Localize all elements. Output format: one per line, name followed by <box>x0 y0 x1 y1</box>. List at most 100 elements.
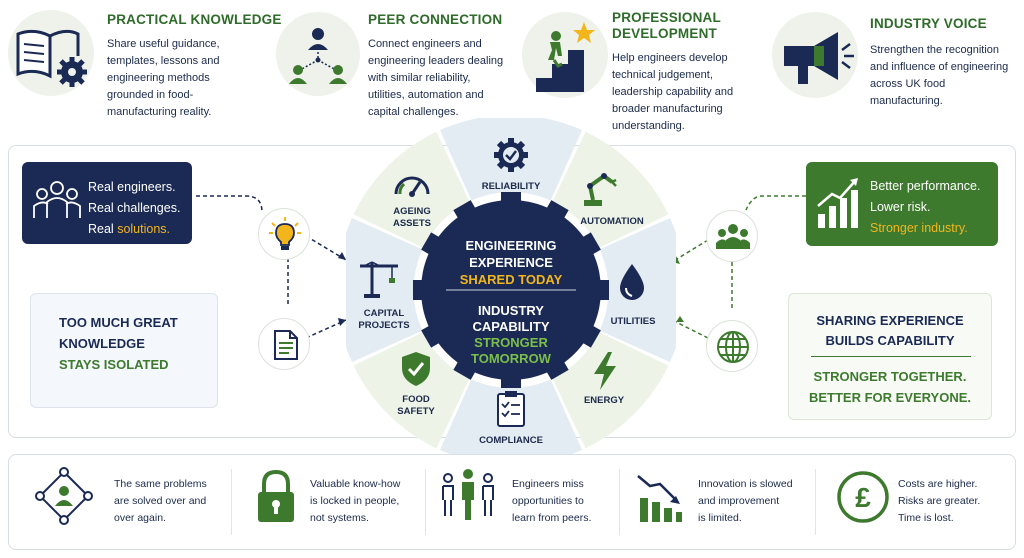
lightning-icon <box>594 352 616 390</box>
connector-left-card <box>196 195 263 213</box>
strip-divider <box>231 469 232 535</box>
segment-label-line: AGEING <box>393 206 431 217</box>
center-text-line: TOMORROW <box>471 351 551 366</box>
pillar-line: utilities, automation and <box>368 89 484 101</box>
globe-icon <box>717 331 749 363</box>
document-node <box>258 318 310 370</box>
problem-line: Engineers miss <box>512 478 584 490</box>
pillar-line: grounded in food- <box>107 89 194 101</box>
card-line: Real solutions. <box>88 219 170 240</box>
problem-line: Time is lost. <box>898 512 954 524</box>
insight-line: STAYS ISOLATED <box>59 357 169 372</box>
strip-divider <box>425 469 426 535</box>
center-text-line: CAPABILITY <box>472 319 550 334</box>
pillar-description: Connect engineers and engineering leader… <box>368 36 503 121</box>
lightbulb-node <box>258 208 310 260</box>
svg-text:£: £ <box>855 482 871 513</box>
problem-line: and improvement <box>698 495 780 507</box>
center-text-line: INDUSTRY <box>478 303 544 318</box>
document-icon <box>274 330 298 360</box>
problem-line: Costs are higher. <box>898 478 978 490</box>
pillar-line: manufacturing. <box>870 95 943 107</box>
segment-label-line: SAFETY <box>397 406 435 417</box>
crane-icon <box>360 261 398 298</box>
declining-chart-icon <box>637 475 682 522</box>
robot-arm-icon <box>584 173 617 206</box>
pillar-line: engineering leaders dealing <box>368 55 504 67</box>
segment-label-food-safety: FOOD SAFETY <box>376 394 456 418</box>
card-line: Real engineers. <box>88 180 176 194</box>
globe-node <box>706 320 758 372</box>
connector-globe-wheel <box>675 321 709 339</box>
people-node <box>706 210 758 262</box>
problem-text: Valuable know-how is locked in people, n… <box>310 476 400 527</box>
pillar-line: Share useful guidance, <box>107 38 220 50</box>
pillar-line: templates, lessons and <box>107 55 220 67</box>
segment-label-line: CAPITAL <box>363 308 405 319</box>
strip-divider <box>619 469 620 535</box>
pillar-line: technical judgement, <box>612 69 713 81</box>
pound-coin-icon: £ <box>837 471 889 523</box>
pillar-description: Help engineers develop technical judgeme… <box>612 50 733 135</box>
card-line-accent: solutions. <box>117 222 170 236</box>
problem-line: opportunities to <box>512 495 584 507</box>
insight-line: STRONGER TOGETHER. <box>813 369 967 384</box>
problem-line: is locked in people, <box>310 495 400 507</box>
pillar-title: INDUSTRY VOICE <box>870 16 987 31</box>
segment-label-automation: AUTOMATION <box>580 216 644 227</box>
isolated-people-icon <box>442 469 494 520</box>
connector-right-card <box>745 195 806 211</box>
people-group-icon <box>33 181 81 218</box>
center-text-line: SHARED TODAY <box>459 272 563 287</box>
card-line: Lower risk. <box>870 200 931 214</box>
problem-line: Innovation is slowed <box>698 478 793 490</box>
segment-capital-projects <box>346 218 423 362</box>
pillar-title: PROFESSIONAL DEVELOPMENT <box>612 10 721 42</box>
connector-people-wheel <box>671 239 709 263</box>
book-gear-icon <box>16 29 87 87</box>
pillar-line: capital challenges. <box>368 106 459 118</box>
segment-label-capital-projects: CAPITAL PROJECTS <box>344 308 424 332</box>
stairs-climber-icon <box>536 22 595 92</box>
insight-divider <box>811 356 971 357</box>
problem-text: Engineers miss opportunities to learn fr… <box>512 476 591 527</box>
segment-automation <box>552 131 669 248</box>
segment-food-safety <box>353 332 470 449</box>
center-gear <box>413 192 609 388</box>
problem-line: over again. <box>114 512 166 524</box>
network-people-icon <box>289 28 347 84</box>
left-statement-card: Real engineers. Real challenges. Real so… <box>22 162 192 244</box>
pillar-line: and influence of engineering <box>870 61 1009 73</box>
center-text-line: ENGINEERING <box>465 238 557 253</box>
center-text-line: EXPERIENCE <box>469 255 553 270</box>
right-outcome-card: Better performance. Lower risk. Stronger… <box>806 162 998 246</box>
segment-label-reliability: RELIABILITY <box>481 181 541 192</box>
problem-line: Risks are greater. <box>898 495 981 507</box>
pillar-line: leadership capability and <box>612 86 734 98</box>
pillar-description: Share useful guidance, templates, lesson… <box>107 36 220 121</box>
problem-text: Innovation is slowed and improvement is … <box>698 476 793 527</box>
pillar-title: PRACTICAL KNOWLEDGE <box>107 12 282 27</box>
card-line-prefix: Real <box>88 222 118 236</box>
center-text-line: STRONGER <box>474 335 548 350</box>
pillar-line: Help engineers develop <box>612 52 728 64</box>
segment-label-utilities: UTILITIES <box>610 316 656 327</box>
pillar-line: Connect engineers and <box>368 38 482 50</box>
segment-label-energy: ENERGY <box>583 395 625 406</box>
insight-line: BETTER FOR EVERYONE. <box>808 390 972 405</box>
pillar-title-line: DEVELOPMENT <box>612 26 717 41</box>
problem-line: is limited. <box>698 512 742 524</box>
insight-line: SHARING EXPERIENCE <box>816 313 964 328</box>
segment-label-compliance: COMPLIANCE <box>479 435 543 446</box>
pillar-line: across UK food <box>870 78 946 90</box>
clipboard-check-icon <box>497 391 525 427</box>
pillar-line: manufacturing reality. <box>107 106 212 118</box>
pillar-line: engineering methods <box>107 72 210 84</box>
pillar-line: Strengthen the recognition <box>870 44 1000 56</box>
pillar-description: Strengthen the recognition and influence… <box>870 42 1008 110</box>
segment-label-ageing-assets: AGEING ASSETS <box>372 206 452 230</box>
card-line: Real challenges. <box>88 201 181 215</box>
capability-wheel <box>346 118 676 454</box>
problem-line: Valuable know-how <box>310 478 401 490</box>
